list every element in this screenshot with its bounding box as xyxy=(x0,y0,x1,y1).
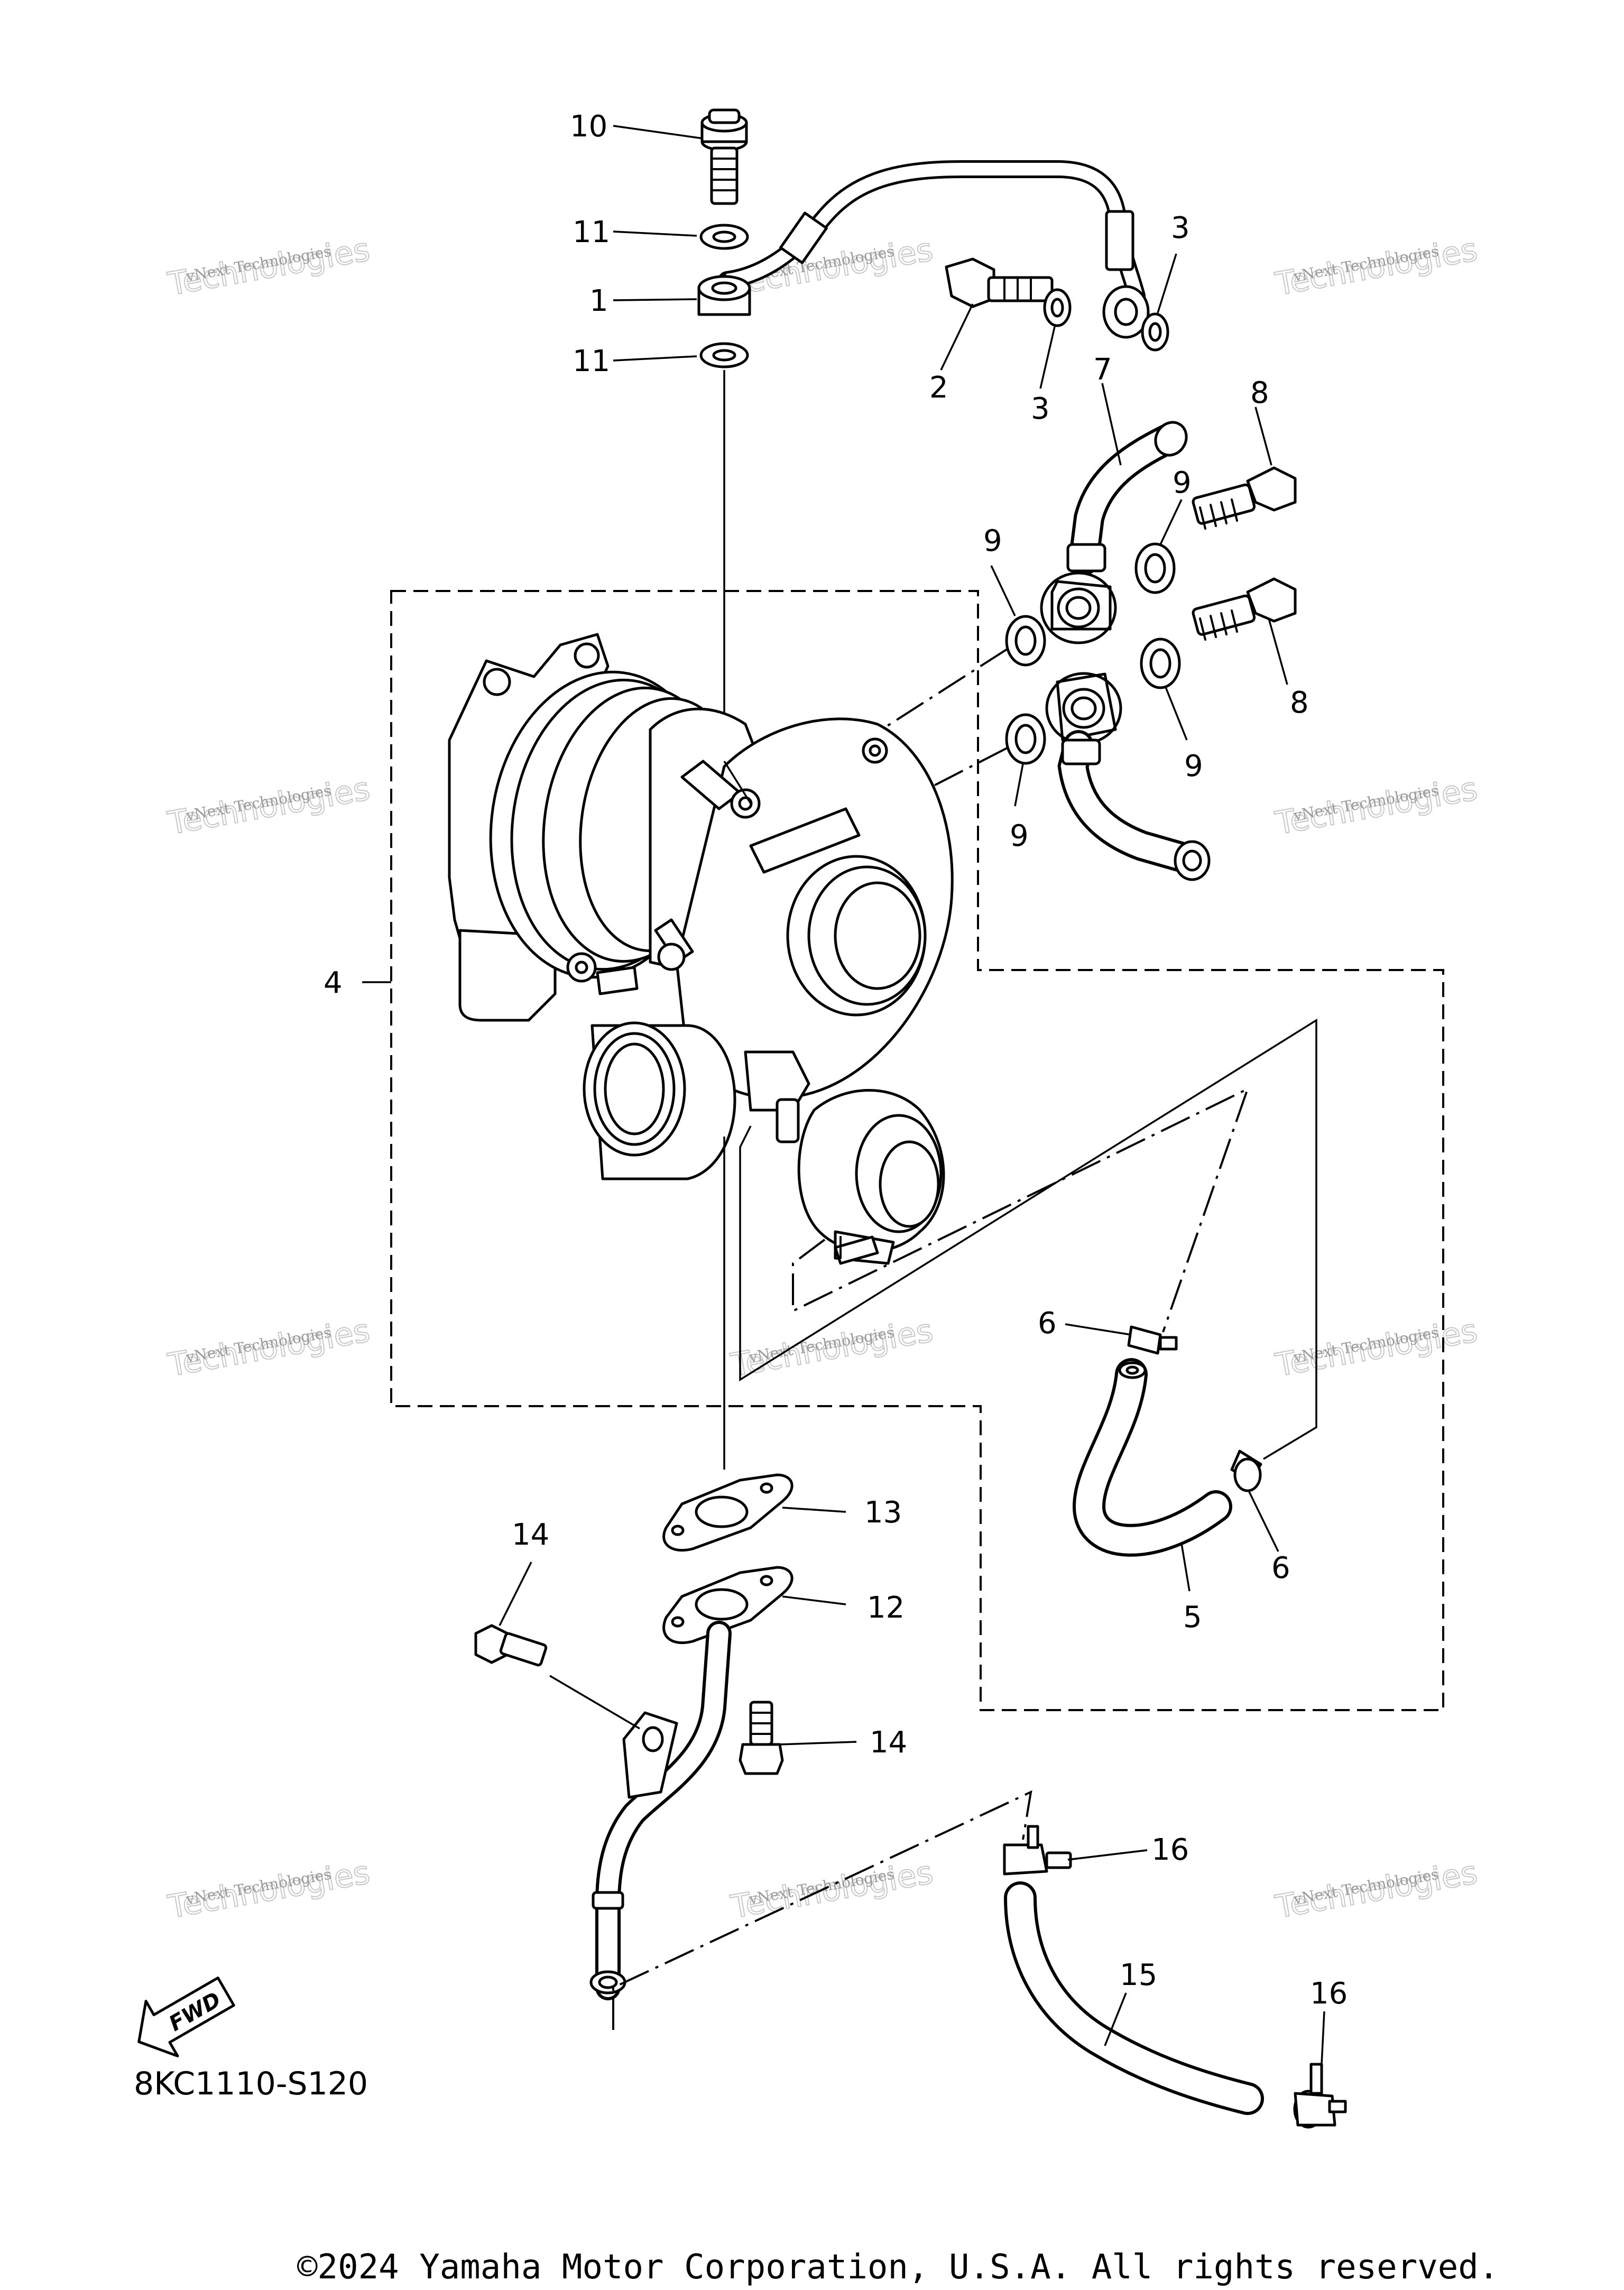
washer-11-upper-hole xyxy=(712,230,736,243)
callout-11-upper: 11 xyxy=(573,215,610,250)
hose-route xyxy=(612,1790,1032,2030)
callout-3-right: 3 xyxy=(1171,211,1190,245)
callout-14-left: 14 xyxy=(512,1518,549,1552)
washer-9-a-hole xyxy=(1144,553,1166,584)
bolt-2 xyxy=(945,257,1054,308)
vacuum-route-b xyxy=(739,1018,1317,1460)
callout-numbers: 10 11 1 11 2 3 3 7 8 8 9 9 9 9 4 6 6 5 1… xyxy=(324,109,1348,2011)
washer-3-left-hole xyxy=(1050,298,1064,318)
hose-15 xyxy=(1004,1881,1264,2115)
callout-16-upper: 16 xyxy=(1151,1833,1189,1867)
leader-bolt14-bracket xyxy=(549,1675,640,1730)
bolt-10 xyxy=(700,108,748,205)
callout-6-lower: 6 xyxy=(1271,1551,1290,1585)
oil-feed-pipe xyxy=(718,160,1150,339)
assembly-boundary-4 xyxy=(390,590,1444,1711)
hose-clamp-6-upper xyxy=(1127,1325,1178,1355)
callout-15: 15 xyxy=(1120,1958,1157,1992)
washer-9-c-hole xyxy=(1149,648,1171,679)
washer-9-d-hole xyxy=(1014,724,1037,754)
washer-11-lower-hole xyxy=(712,349,736,362)
callout-leaders xyxy=(362,125,1325,2065)
gasket-13 xyxy=(662,1473,793,1552)
callout-9-b: 9 xyxy=(1173,466,1192,500)
centerline-water-upper xyxy=(876,648,1008,733)
callout-8-lower: 8 xyxy=(1290,686,1309,720)
washer-9-b-hole xyxy=(1014,625,1037,656)
callout-3-left: 3 xyxy=(1031,392,1050,426)
callout-7: 7 xyxy=(1093,353,1112,387)
callout-9-d: 9 xyxy=(1184,749,1203,783)
hose-clamp-16-upper xyxy=(1003,1825,1072,1876)
callout-6-upper: 6 xyxy=(1038,1306,1057,1341)
hose-clamp-16-lower xyxy=(1293,2063,1347,2129)
vacuum-route-a xyxy=(792,1087,1250,1333)
callout-16-lower: 16 xyxy=(1310,1977,1348,2011)
bolt-14-right xyxy=(739,1701,784,1775)
callout-2: 2 xyxy=(929,371,948,405)
bolt-8-lower xyxy=(1192,577,1297,641)
callout-1: 1 xyxy=(589,284,608,318)
leader-oil-inlet xyxy=(723,761,752,804)
callout-10: 10 xyxy=(570,109,607,144)
callout-14-right: 14 xyxy=(870,1725,907,1760)
diagram-code: 8KC1110-S120 xyxy=(134,2065,368,2102)
callout-8-upper: 8 xyxy=(1250,376,1269,410)
turbocharger-assembly-4 xyxy=(448,633,954,1265)
hose-clamp-6-lower xyxy=(1230,1449,1262,1492)
callout-13: 13 xyxy=(864,1495,902,1530)
callout-9-a: 9 xyxy=(983,524,1002,558)
banjo-fitting-1 xyxy=(697,275,751,316)
washer-3-right-hole xyxy=(1148,322,1162,342)
bolt-8-upper xyxy=(1192,466,1297,530)
callout-4: 4 xyxy=(324,966,343,1000)
callout-11-lower: 11 xyxy=(573,344,610,378)
fwd-direction-badge: FWD xyxy=(137,1977,235,2057)
copyright-notice: ©2024 Yamaha Motor Corporation, U.S.A. A… xyxy=(297,2248,1499,2287)
callout-5: 5 xyxy=(1183,1600,1202,1635)
bolt-14-left xyxy=(474,1624,548,1667)
callout-9-c: 9 xyxy=(1010,819,1029,853)
callout-12: 12 xyxy=(867,1591,905,1625)
vacuum-hose-5 xyxy=(1072,1358,1232,1557)
water-pipe-7 xyxy=(1040,421,1211,881)
oil-return-pipe-12 xyxy=(589,1566,793,2000)
